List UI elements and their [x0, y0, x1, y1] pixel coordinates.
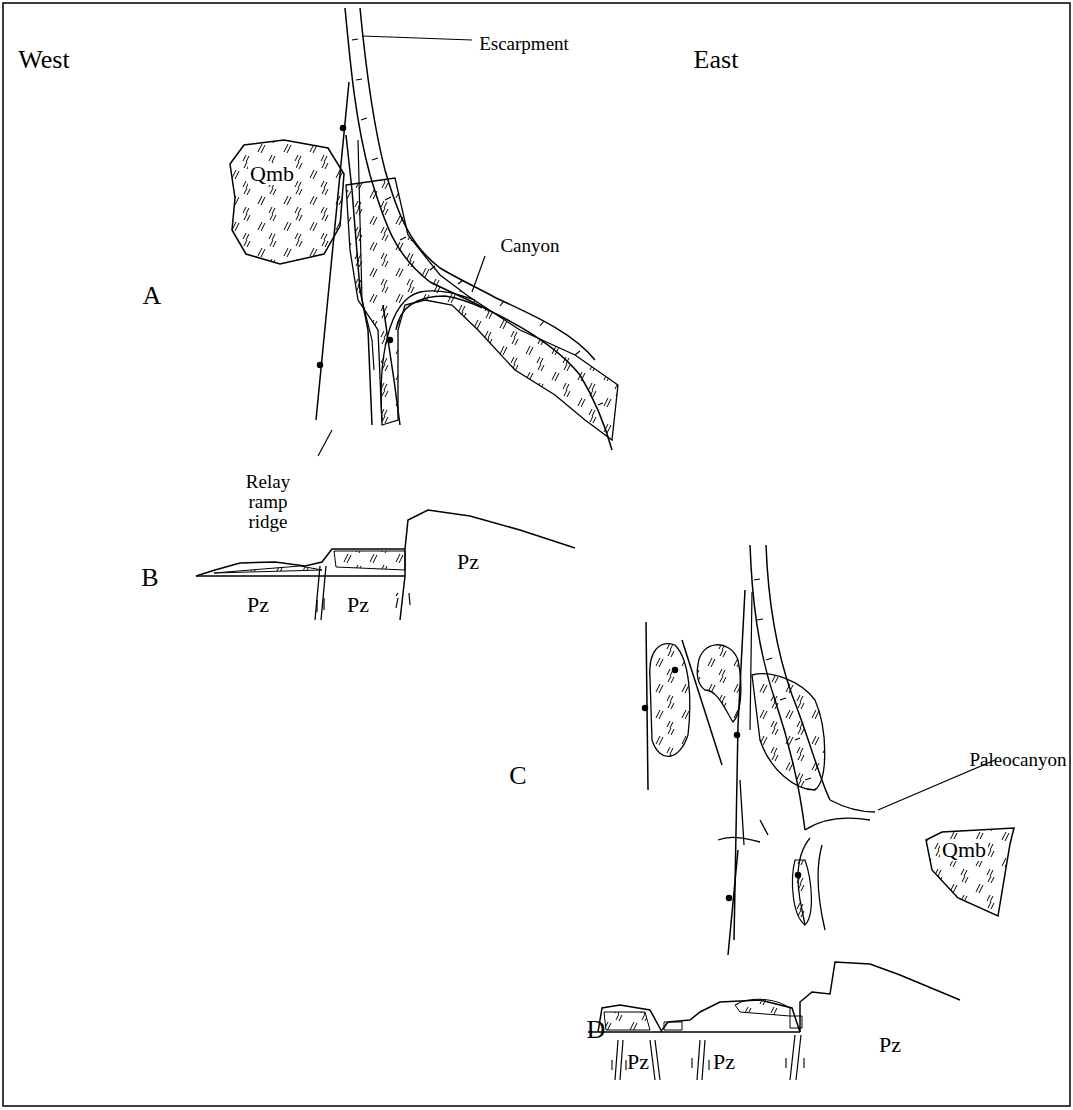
- map-a: [316, 8, 618, 456]
- panel-letter: C: [509, 762, 526, 789]
- direction-label: West: [18, 46, 69, 73]
- panel-letter: B: [141, 564, 158, 591]
- map-c: [643, 545, 996, 955]
- panel-letter: D: [587, 1016, 606, 1043]
- deposit-shape: [226, 136, 350, 270]
- deposit-outline: Qmb: [226, 136, 350, 270]
- feature-label: Paleocanyon: [969, 750, 1066, 770]
- unit-label: Qmb: [940, 839, 988, 861]
- section-d: [588, 962, 960, 1080]
- frame: [3, 3, 1070, 1106]
- unit-label: Qmb: [248, 163, 296, 185]
- unit-label: Pz: [879, 1033, 901, 1056]
- unit-label: Pz: [347, 593, 369, 616]
- unit-label: Pz: [247, 593, 269, 616]
- panel-letter: A: [143, 282, 162, 309]
- feature-label: Relay ramp ridge: [238, 472, 298, 532]
- feature-label: Escarpment: [479, 34, 569, 54]
- unit-label: Pz: [457, 550, 479, 573]
- unit-label: Pz: [713, 1050, 735, 1073]
- feature-label: Canyon: [500, 236, 559, 256]
- deposit-outline: Qmb: [918, 824, 1018, 920]
- unit-label: Pz: [627, 1050, 649, 1073]
- direction-label: East: [694, 46, 739, 73]
